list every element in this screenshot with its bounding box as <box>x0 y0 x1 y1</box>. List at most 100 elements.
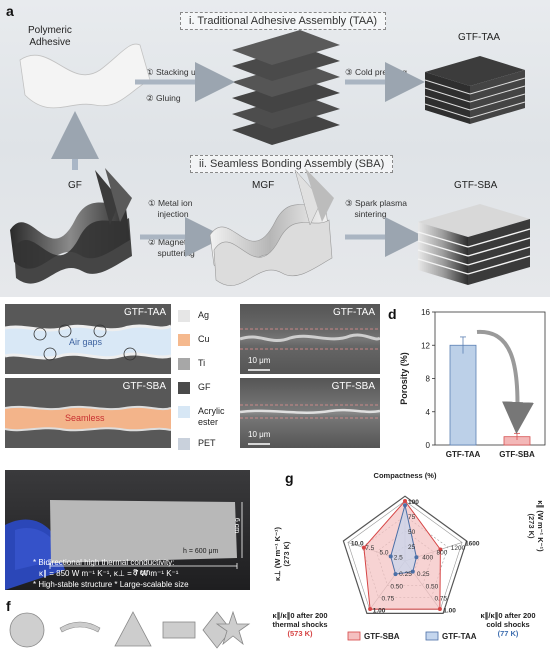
c-top-label: GTF-TAA <box>332 307 375 318</box>
radar-tick-label: 0.25 <box>417 571 430 578</box>
legend-label: GTF-SBA <box>364 632 400 641</box>
gtf-sba-stack <box>417 204 531 285</box>
taa-step-2: ② Gluing <box>146 93 181 103</box>
radar-tick-label: 10.0 <box>351 540 364 547</box>
legend-text: Ag <box>198 310 210 320</box>
radar-tick-label: 400 <box>422 554 433 561</box>
legend-text: PET <box>198 438 216 448</box>
legend-swatch <box>425 631 439 641</box>
y-tick-label: 8 <box>426 375 431 384</box>
radar-axis-sub: (273 K) <box>527 513 536 539</box>
e-bullet-1b: κ∥ = 850 W m⁻¹ K⁻¹, κ⊥ = 7 W m⁻¹ K⁻¹ <box>39 569 179 578</box>
panel-d-letter: d <box>388 306 397 322</box>
shape-triangle <box>114 611 152 647</box>
c-bottom-scale: 10 μm <box>248 430 271 439</box>
radar-tick-label: 75 <box>408 514 416 521</box>
radar-point <box>438 547 443 552</box>
radar-tick-label: 2.5 <box>394 554 403 561</box>
air-gaps-label: Air gaps <box>69 337 103 347</box>
adhesive-film-shape <box>19 43 151 109</box>
gtf-taa-stack <box>424 56 526 124</box>
sem-taa-texture <box>240 328 380 371</box>
radar-axis-name-group: κ⊥ (W m⁻¹ K⁻¹)(273 K) <box>273 526 291 581</box>
c-bottom-label: GTF-SBA <box>331 381 375 392</box>
radar-axis-sub: (273 K) <box>282 541 291 567</box>
legend-swatch <box>178 438 190 450</box>
legend-swatch <box>178 310 190 322</box>
y-tick-label: 16 <box>421 308 430 317</box>
y-tick-label: 0 <box>426 441 431 450</box>
legend-label: GTF-TAA <box>442 632 477 641</box>
radar-axis-sub: (573 K) <box>287 629 313 638</box>
taa-step-3: ③ Cold pressing <box>345 67 407 77</box>
bar <box>449 344 477 446</box>
legend-swatch <box>347 631 361 641</box>
e-height-label: 6 cm <box>233 517 241 534</box>
radar-point <box>388 554 393 559</box>
radar-tick-label: 0.50 <box>390 583 403 590</box>
legend-text: Cu <box>198 334 210 344</box>
radar-point <box>403 499 407 503</box>
radar-tick-label: 0.50 <box>426 583 439 590</box>
e-bullet-1: * Bidirectional high thermal conductivit… <box>33 558 175 567</box>
gf-label: GF <box>68 180 82 191</box>
radar-axis-sub: (77 K) <box>498 629 519 638</box>
radar-tick-label: 7.5 <box>365 545 374 552</box>
shape-circle <box>9 612 45 648</box>
legend-swatch <box>178 406 190 418</box>
taa-step-1: ① Stacking up <box>146 67 201 77</box>
legend-swatch <box>178 382 190 394</box>
mgf-sheets <box>209 168 334 286</box>
e-width-label: 8 cm <box>133 568 151 577</box>
radar-axis-name-group: κ∥ (W m⁻¹ K⁻¹)(273 K) <box>527 500 545 552</box>
legend-swatch <box>178 358 190 370</box>
radar-point <box>368 607 373 612</box>
decrease-arrow <box>476 329 534 434</box>
radar-tick-label: 25 <box>408 544 416 551</box>
panel-f-letter: f <box>6 598 11 614</box>
taa-cross-section <box>5 304 171 374</box>
radar-point <box>361 545 366 550</box>
radar-point <box>414 555 419 560</box>
radar-axis-name: Compactness (%) <box>374 471 437 480</box>
seamless-label: Seamless <box>65 413 105 423</box>
radar-tick-label: 50 <box>408 529 416 536</box>
gtf-taa-label-a: GTF-TAA <box>458 32 501 43</box>
radar-tick-label: 0.75 <box>434 595 447 602</box>
radar-tick-label: 1.00 <box>443 608 456 615</box>
x-tick-label: GTF-TAA <box>446 450 481 459</box>
legend-text: Acrylic ester <box>198 406 225 427</box>
sba-step-2: ② Magnetron sputtering <box>148 237 199 258</box>
radar-tick-label: 0.75 <box>382 595 395 602</box>
radar-point <box>393 572 398 577</box>
panel-c-top-sem: GTF-TAA 10 μm <box>240 304 380 374</box>
panel-b-legend: Ag Cu Ti GF Acrylic ester PET <box>178 306 238 451</box>
y-tick-label: 4 <box>426 408 431 417</box>
radar-tick-label: 800 <box>437 550 448 557</box>
radar-tick-label: 5.0 <box>379 550 388 557</box>
sba-title: ii. Seamless Bonding Assembly (SBA) <box>190 155 394 173</box>
b-bottom-label: GTF-SBA <box>122 381 166 392</box>
film-photo <box>5 500 243 590</box>
radar-frame <box>342 495 468 614</box>
radar-series <box>390 505 417 575</box>
x-tick-label: GTF-SBA <box>499 450 535 459</box>
panel-g-letter: g <box>285 470 294 486</box>
y-tick-label: 12 <box>421 341 430 350</box>
radar-axis-name: κ∥/κ∥0 after 200 <box>480 611 535 620</box>
radar-axis-name: cold shocks <box>486 620 529 629</box>
taa-title: i. Traditional Adhesive Assembly (TAA) <box>180 12 387 30</box>
legend-text: Ti <box>198 358 206 368</box>
radar-point <box>437 607 442 612</box>
shape-rectangle <box>162 621 196 639</box>
radar-axis-name: κ∥/κ∥0 after 200 <box>272 611 327 620</box>
panel-e-photo: 8 cm 6 cm h = 600 μm <box>5 470 250 590</box>
radar-chart: 100755025160012008004001.000.750.500.251… <box>272 471 545 641</box>
sba-step-1: ① Metal ion injection <box>148 198 193 219</box>
radar-point <box>410 569 415 574</box>
panel-b-top-image: GTF-TAA Air gaps <box>5 304 171 374</box>
legend-swatch <box>178 334 190 346</box>
